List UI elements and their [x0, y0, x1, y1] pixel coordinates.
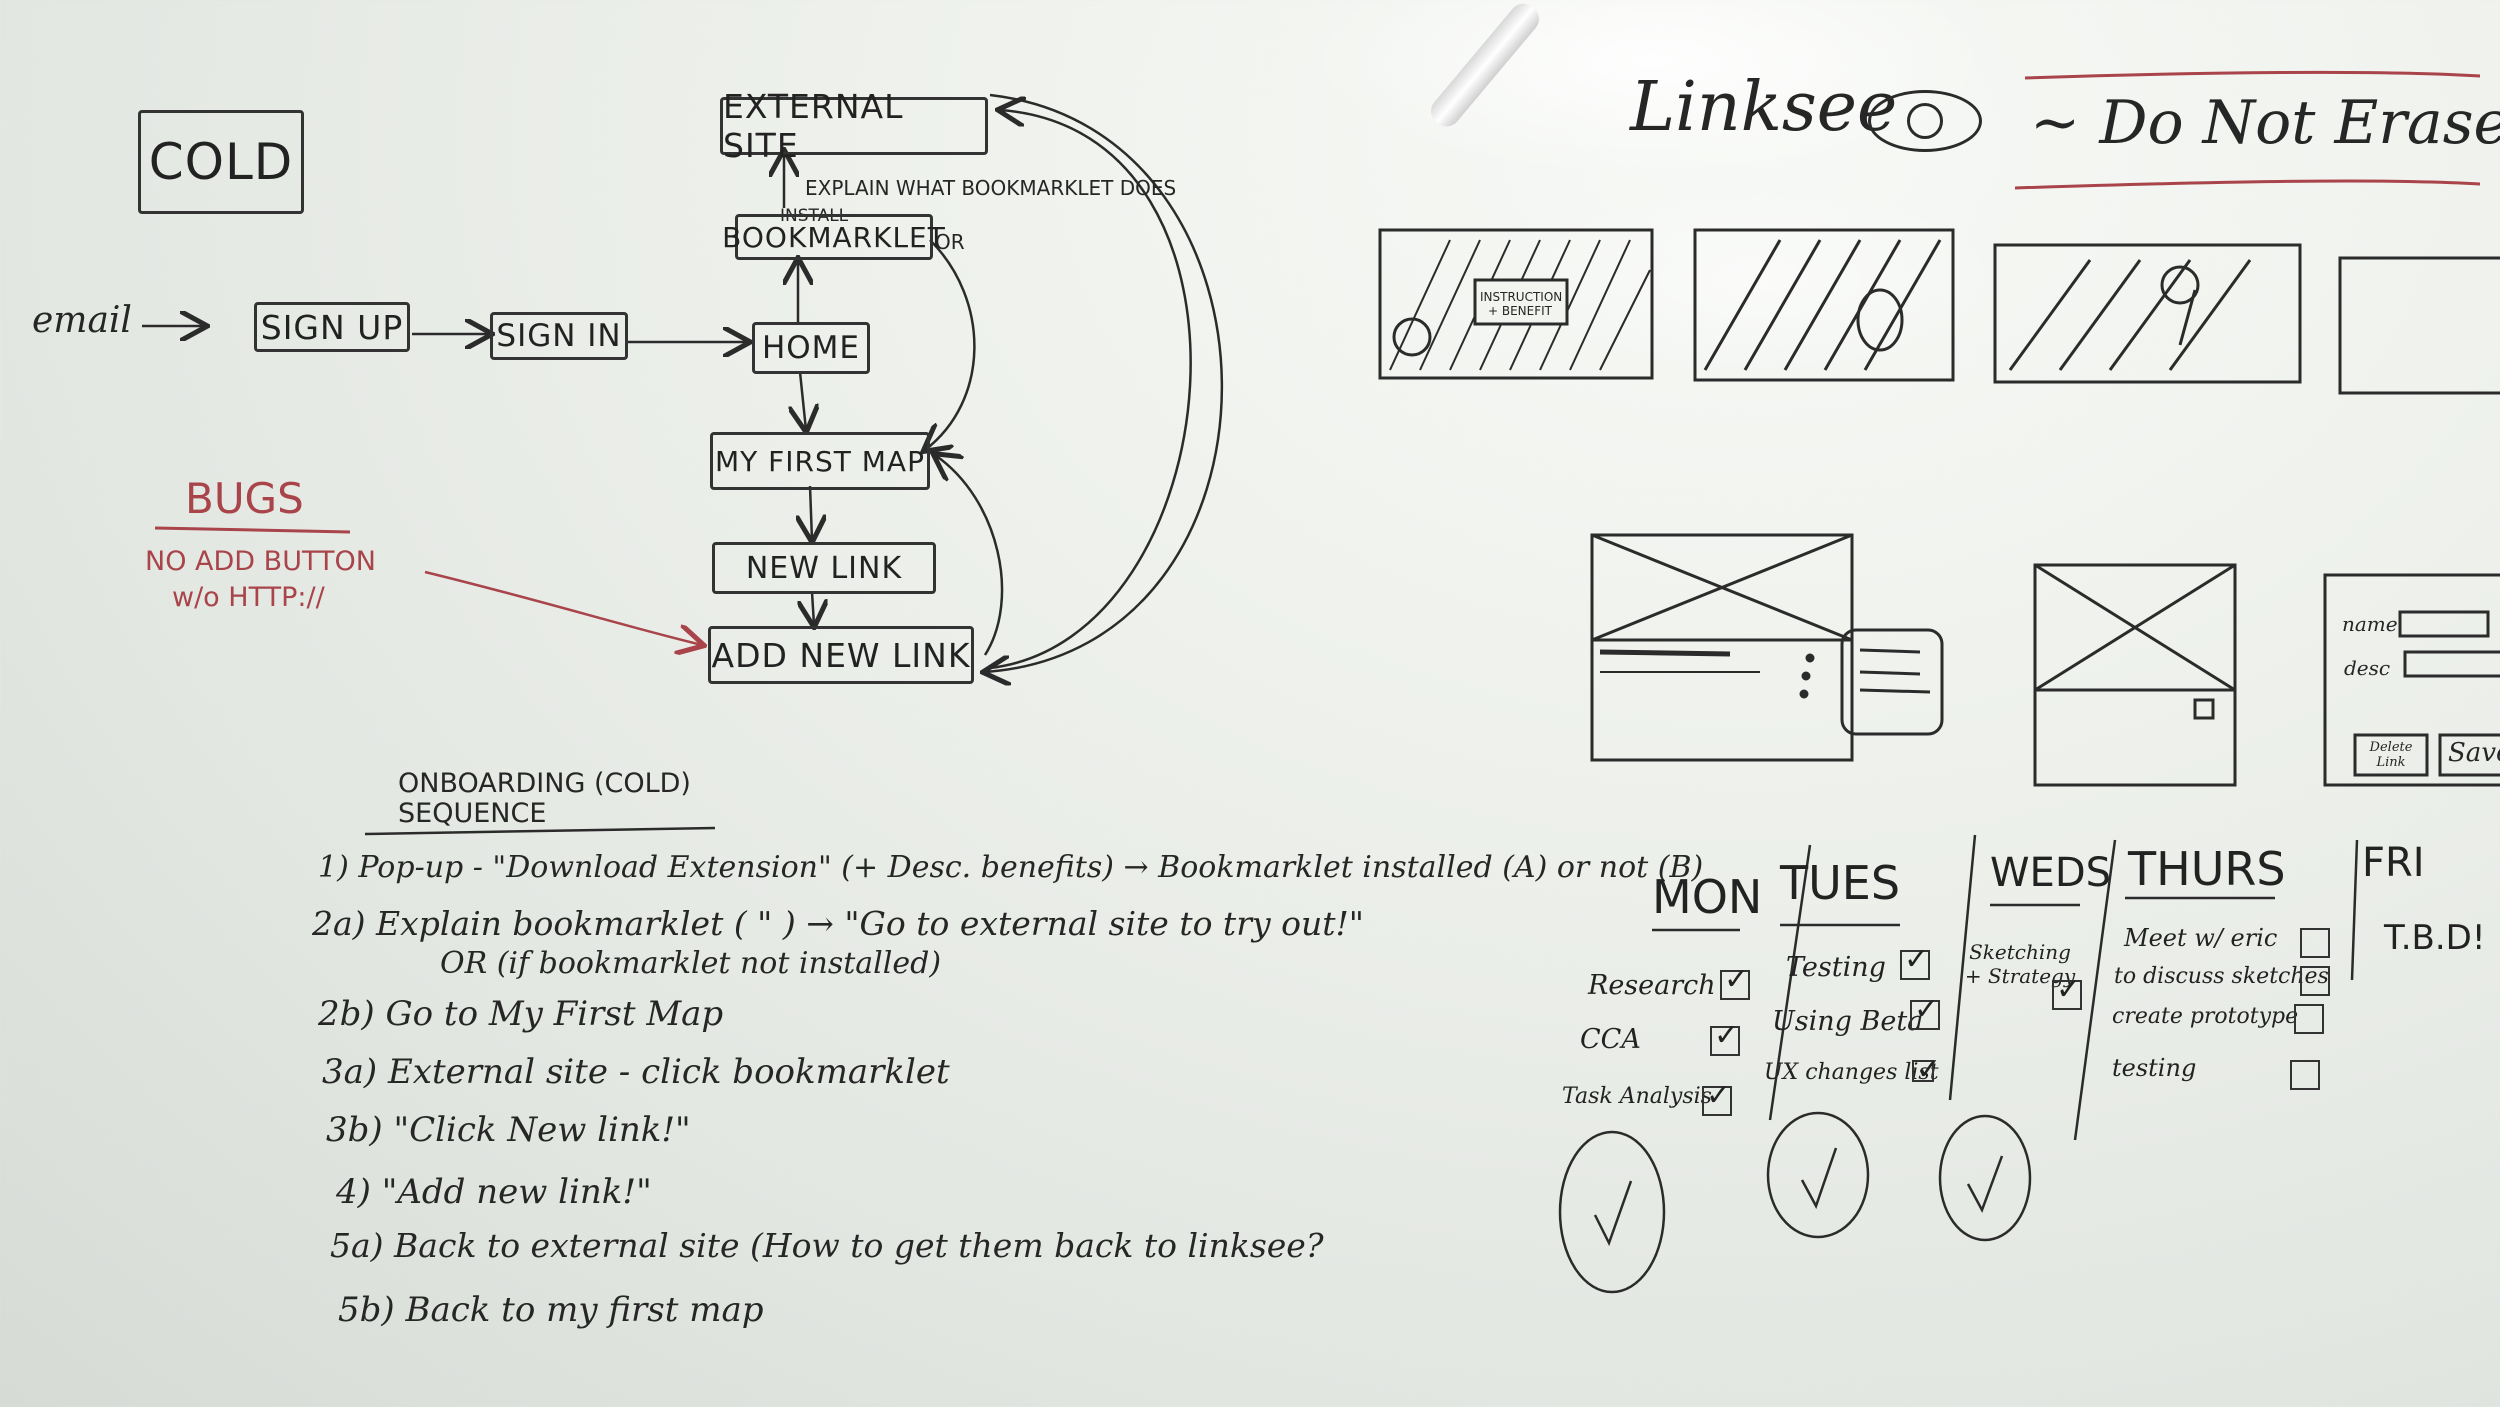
thurs-check-meet [2300, 928, 2330, 958]
step-2b: 2b) Go to My First Map [318, 994, 724, 1034]
bugs-line2: w/o HTTP:// [172, 582, 325, 613]
step-2a: 2a) Explain bookmarklet ( " ) → "Go to e… [312, 904, 1364, 943]
or-label: OR [935, 230, 965, 254]
my-first-map-box: MY FIRST MAP [710, 432, 930, 490]
cold-label: COLD [138, 110, 304, 214]
step-5b: 5b) Back to my first map [338, 1290, 764, 1330]
instruction-note: INSTRUCTION + BENEFIT [1480, 290, 1563, 318]
step-3b: 3b) "Click New link!" [326, 1110, 691, 1150]
explain-note: EXPLAIN WHAT BOOKMARKLET DOES [805, 176, 1177, 200]
wireframe-save-button: Save [2448, 738, 2500, 768]
mon-check-cca [1710, 1018, 1740, 1056]
onboarding-title-line2: SEQUENCE [398, 798, 547, 829]
linksee-logo-text: Linksee [1630, 68, 1898, 147]
thurs-task-prototype: create prototype [2112, 1004, 2299, 1029]
thurs-check-testing [2290, 1060, 2320, 1090]
thurs-task-meet: Meet w/ eric [2124, 924, 2278, 952]
day-weds: WEDS [1990, 850, 2112, 896]
tues-check-ux [1912, 1052, 1941, 1087]
tues-task-testing: Testing [1786, 952, 1886, 983]
step-2a-or: OR (if bookmarklet not installed) [440, 946, 942, 981]
tues-task-beta: Using Beta [1772, 1006, 1924, 1037]
step-3a: 3a) External site - click bookmarklet [322, 1052, 950, 1092]
bookmarklet-box: BOOKMARKLET [722, 214, 945, 260]
eye-icon [1868, 90, 1982, 152]
form-desc-label: desc [2344, 656, 2391, 680]
tues-task-ux: UX changes list [1764, 1060, 1939, 1085]
external-site-box: EXTERNAL SITE [720, 87, 988, 165]
mon-task-cca: CCA [1580, 1024, 1641, 1055]
wireframe-delete-button: Delete Link [2369, 740, 2413, 770]
thurs-task-discuss: to discuss sketches [2114, 964, 2329, 989]
tues-check-testing [1900, 942, 1930, 980]
add-new-link-box: ADD NEW LINK [708, 626, 974, 684]
email-label: email [32, 300, 132, 341]
weds-check-sketching [2052, 972, 2082, 1010]
mon-task-research: Research [1588, 970, 1716, 1001]
step-4: 4) "Add new link!" [336, 1172, 652, 1212]
mon-check-research [1720, 962, 1750, 1000]
day-fri: FRI [2362, 840, 2425, 886]
home-box: HOME [752, 322, 870, 374]
onboarding-title-line1: ONBOARDING (COLD) [398, 768, 691, 799]
tues-check-beta [1910, 992, 1940, 1030]
mon-task-analysis: Task Analysis [1562, 1084, 1712, 1109]
bugs-title: BUGS [185, 474, 304, 523]
do-not-erase-text: ~ Do Not Erase ~ [2030, 88, 2500, 158]
form-name-label: name [2342, 612, 2398, 636]
fri-task-tbd: T.B.D! [2384, 918, 2486, 958]
day-mon: MON [1652, 870, 1763, 924]
new-link-box: NEW LINK [712, 542, 936, 594]
mon-check-analysis [1702, 1078, 1732, 1116]
sign-up-box: SIGN UP [254, 302, 410, 352]
thurs-check-prototype [2294, 1004, 2324, 1034]
thurs-check-discuss [2300, 966, 2330, 996]
bugs-line1: NO ADD BUTTON [145, 546, 376, 577]
sign-in-box: SIGN IN [490, 312, 628, 360]
day-tues: TUES [1780, 856, 1901, 910]
step-5a: 5a) Back to external site (How to get th… [330, 1226, 1324, 1265]
thurs-task-testing: testing [2112, 1054, 2197, 1082]
step-1: 1) Pop-up - "Download Extension" (+ Desc… [318, 850, 1704, 885]
day-thurs: THURS [2128, 842, 2286, 896]
